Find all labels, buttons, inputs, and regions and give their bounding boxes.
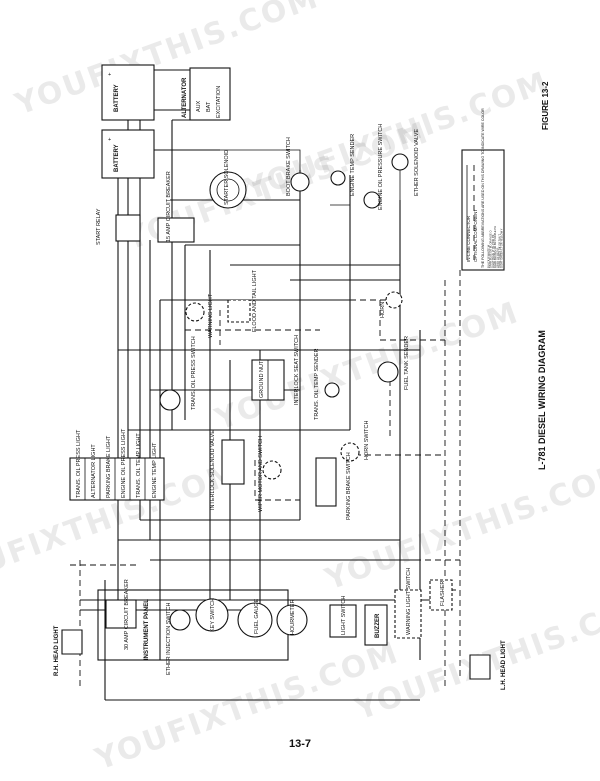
- alternator-aux-label: AUX: [196, 100, 202, 112]
- indicator-light-label: ALTERNATOR LIGHT: [91, 444, 97, 498]
- fuel-gauge: FUEL GAUGE: [237, 598, 273, 638]
- indicator-light-label: TRANS. OIL PRESS LIGHT: [76, 429, 82, 498]
- page-number: 13-7: [288, 738, 312, 750]
- light-switch-label: LIGHT SWITCH: [341, 596, 347, 635]
- watermark: YOUFIXTHIS.COM: [10, 0, 324, 123]
- ether-solenoid-valve: ETHER SOLENOID VALVE: [391, 129, 420, 196]
- indicator-light-label: PARKING BRAKE LIGHT: [106, 435, 112, 498]
- circuit-breaker-15-amp: 15 AMP CIRCUIT BREAKER: [157, 171, 195, 243]
- ether-injection-switch: ETHER INJECTION SWITCH: [166, 603, 191, 675]
- legend-note: THE FOLLOWING ABBREVIATIONS ARE USED ON …: [481, 108, 485, 268]
- diagram-title: L-781 DIESEL WIRING DIAGRAM: [537, 330, 547, 470]
- horn-label: HORN: [380, 302, 386, 318]
- key-switch-label: KEY SWITCH: [210, 598, 216, 632]
- engine-temp-sender: ENGINE TEMP SENDER: [330, 134, 356, 196]
- battery-2: BATTERY +: [101, 129, 155, 179]
- indicator-light-label: TRANS. OIL TEMP LIGHT: [136, 433, 142, 498]
- boot-brake-switch-label: BOOT BRAKE SWITCH: [286, 137, 292, 196]
- battery-2-label: BATTERY: [114, 144, 120, 172]
- boot-brake-switch: BOOT BRAKE SWITCH: [286, 137, 310, 196]
- circuit-breaker-15-label: 15 AMP CIRCUIT BREAKER: [166, 171, 172, 242]
- legend-color-row: DARK BROWN DK BR PURPLE PU: [493, 226, 497, 268]
- watermark: YOUFIXTHIS.COM: [320, 455, 600, 598]
- figure-label: FIGURE 13-2: [541, 81, 550, 130]
- horn-switch: HORN SWITCH: [340, 421, 370, 462]
- alternator-excitation-label: EXCITATION: [216, 86, 222, 118]
- start-relay-label: START RELAY: [96, 208, 102, 245]
- key-switch: KEY SWITCH: [195, 598, 229, 632]
- legend-color-row: LIGHT BLUE LT BL PINK PK: [491, 234, 495, 268]
- start-relay: START RELAY: [96, 208, 141, 245]
- parking-brake-switch: PARKING BRAKE SWITCH: [315, 452, 352, 520]
- legend-inline-connector: IN-LINE CONNECTOR: [466, 215, 471, 262]
- ether-solenoid-valve-label: ETHER SOLENOID VALVE: [414, 129, 420, 196]
- svg-text:+: +: [108, 137, 111, 143]
- indicator-light-panel: TRANS. OIL PRESS LIGHT ALTERNATOR LIGHT …: [69, 428, 165, 501]
- interlock-solenoid-valve-label: INTERLOCK SOLENOID VALVE: [210, 430, 216, 510]
- light-switch: LIGHT SWITCH: [329, 596, 357, 638]
- hourmeter: HOURMETER: [276, 600, 308, 636]
- engine-oil-pressure-switch-label: ENGINE OIL PRESSURE SWITCH: [378, 124, 384, 210]
- indicator-light-label: ENGINE TEMP LIGHT: [152, 442, 158, 498]
- trans-oil-temp-sender-label: TRANS. OIL TEMP SENDER: [314, 349, 320, 420]
- flasher: FLASHER: [429, 579, 453, 611]
- warning-light-switch: WARNING LIGHT SWITCH: [394, 568, 422, 639]
- warning-light: WARNING LIGHT: [185, 293, 214, 338]
- legend-color-row: DARK GREEN DK GR TAN T: [498, 234, 502, 268]
- indicator-light-label: ENGINE OIL PRESS LIGHT: [121, 428, 127, 498]
- flasher-label: FLASHER: [440, 581, 446, 606]
- engine-temp-sender-label: ENGINE TEMP SENDER: [350, 134, 356, 196]
- legend-color-row: DARK BLUE DK BL ORANGE O: [489, 230, 493, 268]
- interlock-solenoid-valve: INTERLOCK SOLENOID VALVE: [210, 430, 245, 510]
- alternator: ALTERNATOR AUX BAT EXCITATION: [182, 67, 231, 121]
- fuel-tank-sender-label: FUEL TANK SENDER: [404, 336, 410, 390]
- parking-brake-switch-label: PARKING BRAKE SWITCH: [346, 452, 352, 520]
- engine-oil-pressure-switch: ENGINE OIL PRESSURE SWITCH: [363, 124, 384, 210]
- trans-oil-press-switch-label: TRANS. OIL PRESS SWITCH: [191, 336, 197, 410]
- warning-light-label: WARNING LIGHT: [208, 293, 214, 338]
- trans-oil-press-switch: TRANS. OIL PRESS SWITCH: [159, 336, 197, 411]
- wiper-motor-switch: WIPER MOTOR AND SWITCH: [258, 436, 282, 512]
- wiper-motor-switch-label: WIPER MOTOR AND SWITCH: [258, 436, 264, 512]
- legend: IN-LINE CONNECTOR OPTIONAL COMPONENT THE…: [461, 108, 505, 271]
- hourmeter-label: HOURMETER: [290, 600, 296, 635]
- warning-light-switch-label: WARNING LIGHT SWITCH: [406, 568, 412, 635]
- buzzer: BUZZER: [364, 604, 388, 646]
- starter-solenoid: STARTER SOLENOID: [209, 150, 247, 209]
- fuel-gauge-label: FUEL GAUGE: [254, 598, 260, 634]
- battery-1: BATTERY +: [101, 64, 155, 121]
- rh-head-light: R.H. HEAD LIGHT: [54, 625, 83, 676]
- battery-1-label: BATTERY: [114, 84, 120, 112]
- trans-oil-temp-sender: TRANS. OIL TEMP SENDER: [314, 349, 340, 420]
- starter-solenoid-label: STARTER SOLENOID: [224, 150, 230, 205]
- svg-text:+: +: [108, 72, 111, 78]
- fuel-tank-sender: FUEL TANK SENDER: [377, 336, 410, 390]
- rh-head-light-label: R.H. HEAD LIGHT: [54, 625, 60, 676]
- legend-color-row: BLACK B WHITE W: [487, 244, 491, 268]
- circuit-breaker-30-amp: 30 AMP CIRCUIT BREAKER: [105, 579, 137, 650]
- legend-optional-component: OPTIONAL COMPONENT: [473, 209, 478, 262]
- circuit-breaker-30-label: 30 AMP CIRCUIT BREAKER: [124, 579, 130, 650]
- alternator-label: ALTERNATOR: [182, 77, 188, 118]
- ground-nut-label: GROUND NUT: [259, 360, 265, 398]
- flood-tail-light-label: FLOOD AND TAIL LIGHT: [252, 269, 258, 332]
- legend-color-row: GRAY GY RED R: [495, 248, 499, 268]
- lh-head-light: L.H. HEAD LIGHT: [469, 640, 507, 690]
- lh-head-light-label: L.H. HEAD LIGHT: [501, 640, 507, 690]
- interlock-seat-switch: GROUND NUT INTERLOCK SEAT SWITCH: [251, 335, 300, 405]
- ether-injection-switch-label: ETHER INJECTION SWITCH: [166, 603, 172, 675]
- interlock-seat-switch-label: INTERLOCK SEAT SWITCH: [294, 335, 300, 405]
- instrument-panel-label: INSTRUMENT PANEL: [144, 599, 150, 660]
- alternator-bat-label: BAT: [206, 101, 212, 112]
- horn-switch-label: HORN SWITCH: [364, 421, 370, 460]
- buzzer-label: BUZZER: [375, 613, 381, 638]
- legend-color-row: LIGHT GREEN LT GR YELLOW Y: [500, 228, 504, 268]
- horn: HORN: [380, 291, 403, 318]
- flood-tail-light: FLOOD AND TAIL LIGHT: [227, 269, 258, 332]
